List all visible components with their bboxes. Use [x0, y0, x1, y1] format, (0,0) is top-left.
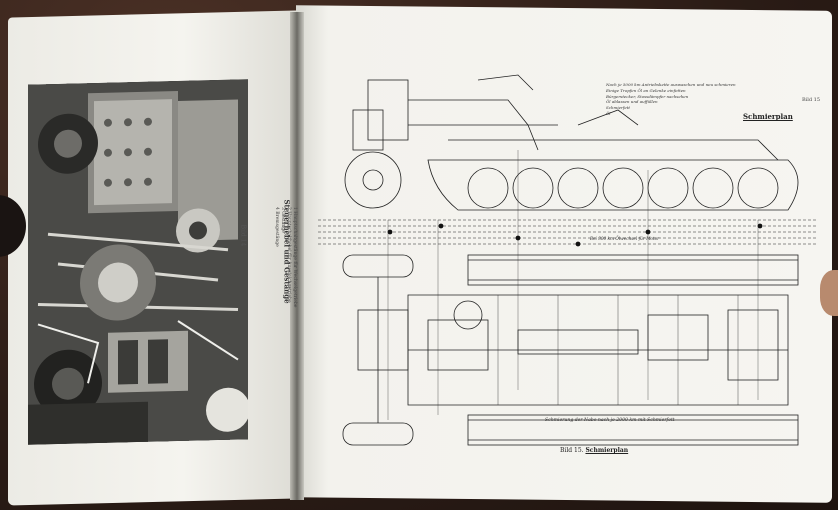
mid-note: Bei 300 km Ölwechsel für Motor	[590, 236, 660, 241]
book-gutter	[290, 12, 304, 500]
right-bild-label: Bild 15	[802, 97, 821, 103]
engine-photograph	[28, 79, 248, 445]
legend-line: Öl	[606, 110, 611, 116]
legend-line: Nach je 5000 km Antriebskette auswaschen…	[606, 82, 736, 87]
left-caption-item: 2 Hauptschalthebel für Ausgleichgetriebe	[286, 207, 291, 303]
lubrication-legend: Nach je 5000 km Antriebskette auswaschen…	[606, 82, 806, 117]
legend-line: Öl ablassen und auffüllen	[606, 99, 658, 105]
right-thumb	[820, 270, 838, 316]
lubrication-chart-drawing	[318, 74, 818, 446]
legend-line: Bürgerstecker, Stossdämpfer nachsehen	[606, 93, 689, 99]
left-caption-item: 1 Hauptschaltgestänge für Wechselgetrieb…	[292, 207, 297, 308]
left-caption-item: 4 Bremsgestänge	[274, 207, 279, 247]
bottom-caption: Bild 15. Schmierplan	[560, 447, 628, 454]
lubrication-note: Schmierung der Nabe nach je 2000 km mit …	[545, 418, 675, 423]
bottom-caption-title: Schmierplan	[585, 447, 629, 454]
left-caption-list: 1 Hauptschaltgestänge für Wechselgetrieb…	[273, 207, 297, 417]
left-caption: Bild 14 Steuerhebel und Gestänge 1 Haupt…	[239, 180, 320, 420]
left-caption-bild: Bild 14	[239, 224, 247, 247]
legend-line: Schmierfett	[606, 105, 630, 111]
engine-photo-art	[28, 79, 248, 445]
legend-line: Einige Tropfen Öl an Gelenke einfetten	[606, 87, 686, 93]
chart-title: Schmierplan	[743, 112, 793, 121]
bottom-caption-prefix: Bild 15.	[560, 447, 584, 454]
